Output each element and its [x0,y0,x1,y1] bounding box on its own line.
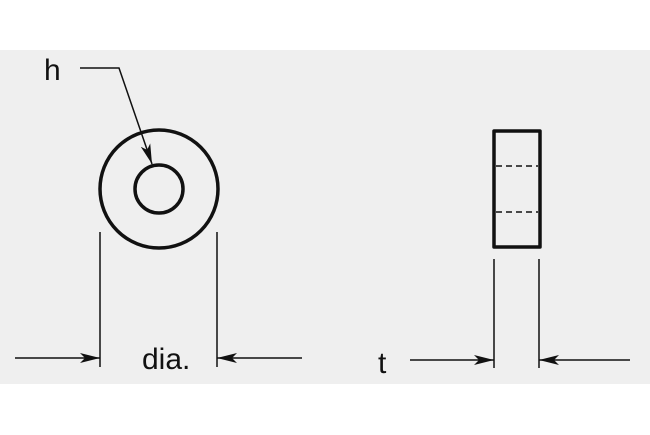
thickness-profile-rect [492,129,542,249]
thickness-label: t [378,347,387,380]
hole-label: h [44,54,61,87]
side-view: t [378,129,630,380]
diameter-label: dia. [142,343,190,376]
outer-diameter-circle [98,128,220,250]
hole-circle [133,163,185,215]
hole-leader-line [80,67,153,165]
diagram-panel [0,50,650,384]
front-view: h dia. [15,54,302,376]
